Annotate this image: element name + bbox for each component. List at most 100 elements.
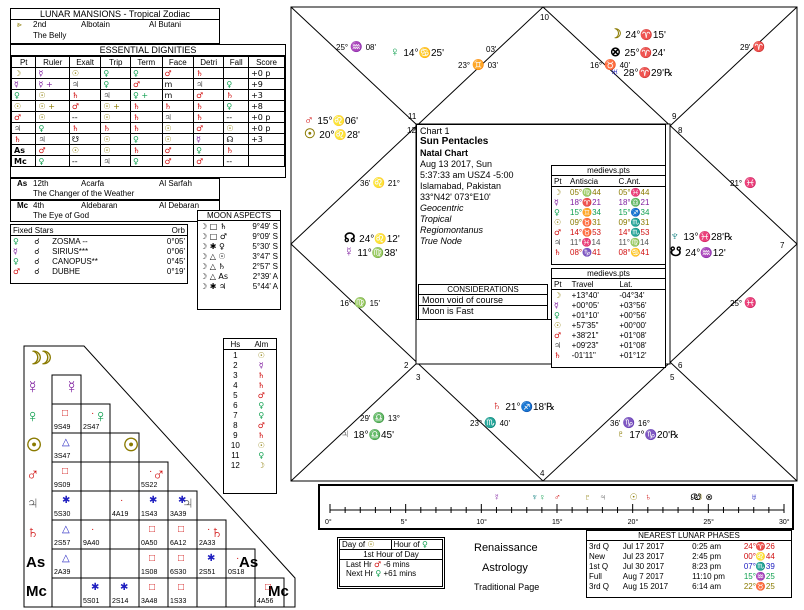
aspect-symbol: △ bbox=[62, 553, 70, 564]
contra-antiscia-header: C.Ant. bbox=[618, 176, 641, 186]
antiscia-planet: ♃ bbox=[554, 237, 562, 247]
aspect-symbol: □ bbox=[149, 524, 155, 535]
latitude-value: -04°34' bbox=[619, 290, 645, 300]
house-row: 3♄ bbox=[224, 370, 276, 380]
antiscia-value: 15°♊34 bbox=[570, 207, 601, 217]
aspect-orb: 2S57 bbox=[54, 540, 70, 547]
antiscia-value: 08°♑41 bbox=[570, 247, 601, 257]
grid-frame bbox=[23, 345, 296, 608]
first-hour-label: 1st Hour of Day bbox=[340, 550, 442, 560]
dignity-col-header: Trip bbox=[100, 56, 132, 68]
moon-aspect-orb: 2°39' A bbox=[252, 271, 278, 281]
planet-position: ♅ 28°♈29'℞ bbox=[610, 64, 673, 79]
moon-aspects-table: ☽ □ ♄9°49' S☽ □ ♂9°09' S☽ ✱ ♀5°30' S☽ △ … bbox=[198, 221, 280, 291]
aspect-symbol: · bbox=[120, 495, 123, 506]
antiscia-value: 18°♈21 bbox=[570, 197, 601, 207]
dignity-planet: ♄ bbox=[10, 133, 37, 145]
cusp-label: 23° ♏ 40' bbox=[470, 416, 510, 429]
dignity-cell: ♄ bbox=[130, 111, 163, 123]
dignity-cell: +0 p bbox=[248, 111, 285, 123]
aspect-orb: 1S08 bbox=[141, 569, 157, 576]
contra-antiscia-value: 05°♓44 bbox=[618, 187, 650, 197]
antiscia-value: 05°♍44 bbox=[570, 187, 601, 197]
last-hour-row: Last Hr ♂ -6 mins bbox=[346, 560, 410, 569]
grid-cell bbox=[109, 548, 140, 579]
dignity-cell: ♂ bbox=[193, 122, 225, 134]
dignity-cell: -- bbox=[68, 155, 102, 167]
moon-aspect-orb: 3°47' S bbox=[252, 251, 278, 261]
latitude-value: +01°12' bbox=[619, 350, 647, 360]
almuten-planet: ♀ bbox=[258, 410, 265, 420]
almuten-planet: ♄ bbox=[257, 380, 265, 390]
mansion-desc: The Eye of God bbox=[33, 211, 90, 220]
ruler-label: 10° bbox=[476, 518, 487, 526]
mansion-desc: The Changer of the Weather bbox=[33, 189, 135, 198]
grid-cell bbox=[80, 490, 111, 521]
dignity-cell: ☊ bbox=[223, 133, 250, 145]
contra-antiscia-value: 14°♏53 bbox=[618, 227, 650, 237]
dignity-row: Mc♀--♃♀♂♂-- bbox=[10, 155, 285, 167]
antiscia-planet: ♀ bbox=[554, 207, 560, 217]
grid-row-label: ☉ bbox=[26, 435, 42, 455]
star-aspect: ☌ bbox=[34, 246, 40, 256]
planet-position: ♄ 21°♐18'℞ bbox=[492, 398, 555, 413]
aspect-symbol: □ bbox=[265, 582, 271, 593]
consideration-line: Moon is Fast bbox=[422, 306, 474, 316]
dignity-cell: m bbox=[161, 78, 195, 90]
moon-aspect-row: ☽ ✱ ♀5°30' S bbox=[198, 241, 280, 251]
phase-position: 22°♉25 bbox=[743, 581, 775, 591]
grid-row-label: ♃ bbox=[26, 493, 40, 513]
travel-row: ♄-01'11"+01°12' bbox=[552, 350, 665, 360]
house-number: 9 bbox=[672, 112, 677, 121]
grid-row-label: ♂ bbox=[26, 464, 40, 484]
moon-aspect-orb: 2°57' S bbox=[252, 261, 278, 271]
house-number: 6 bbox=[233, 400, 238, 410]
dignity-cell: +0 p bbox=[248, 122, 285, 134]
dignity-cell: m bbox=[161, 89, 195, 101]
dignity-planet: As bbox=[10, 144, 37, 156]
fixed-star-row: ♀☌CANOPUS**0°45' bbox=[11, 256, 187, 266]
brand-line1: Renaissance bbox=[474, 542, 538, 554]
house-number: 2 bbox=[233, 360, 238, 370]
aspect-symbol: · bbox=[91, 408, 94, 419]
dignity-cell: ♃ bbox=[193, 78, 225, 90]
dignity-cell: ☿ + bbox=[35, 78, 70, 90]
almuten-planet: ☉ bbox=[257, 350, 265, 360]
dignity-cell: ☉ + bbox=[100, 100, 132, 112]
dignity-cell: ♂ bbox=[35, 144, 70, 156]
dignity-cell: ♄ bbox=[68, 122, 102, 134]
moon-aspect: ☽ □ ♂ bbox=[200, 231, 227, 241]
aspect-orb: 9A40 bbox=[83, 540, 99, 547]
house-row: 1☉ bbox=[224, 350, 276, 361]
hs-header: Hs bbox=[230, 339, 241, 349]
grid-planet-label: ♀ bbox=[94, 406, 108, 426]
aspect-orb: 2A33 bbox=[199, 540, 215, 547]
ruler-planet: ☊ bbox=[690, 492, 698, 502]
grid-cell bbox=[80, 432, 111, 463]
house-number: 8 bbox=[678, 126, 683, 135]
ruler-planet: ☽ bbox=[695, 492, 703, 502]
latitude-value: +00°00' bbox=[619, 320, 647, 330]
moon-aspect: ☽ ✱ ♀ bbox=[200, 241, 225, 251]
aspect-symbol: □ bbox=[178, 553, 184, 564]
pt-header: Pt bbox=[554, 176, 562, 186]
dignity-cell: ♄ bbox=[68, 89, 102, 101]
latitude-header: Lat. bbox=[619, 279, 633, 289]
house-number: 7 bbox=[780, 241, 785, 250]
grid-row-label: ♀ bbox=[26, 406, 40, 426]
antiscia-planet: ☉ bbox=[554, 217, 562, 227]
chart-coords: 33°N42' 073°E10' bbox=[420, 192, 491, 202]
moon-aspect: ☽ △ As bbox=[200, 271, 229, 281]
chart-time: 5:37:33 am USZ4 -5:00 bbox=[420, 170, 514, 180]
degree-ruler: 0°5°10°15°20°25°30°♆♀☿♃♇♂☉♄☊☽⊗♅☋ bbox=[318, 484, 794, 530]
dignity-cell: -- bbox=[223, 111, 250, 123]
grid-cell bbox=[109, 461, 140, 492]
star-name: CANOPUS** bbox=[52, 256, 98, 266]
dignity-cell: ♀ bbox=[130, 155, 163, 167]
contra-antiscia-value: 11°♍14 bbox=[618, 237, 649, 247]
